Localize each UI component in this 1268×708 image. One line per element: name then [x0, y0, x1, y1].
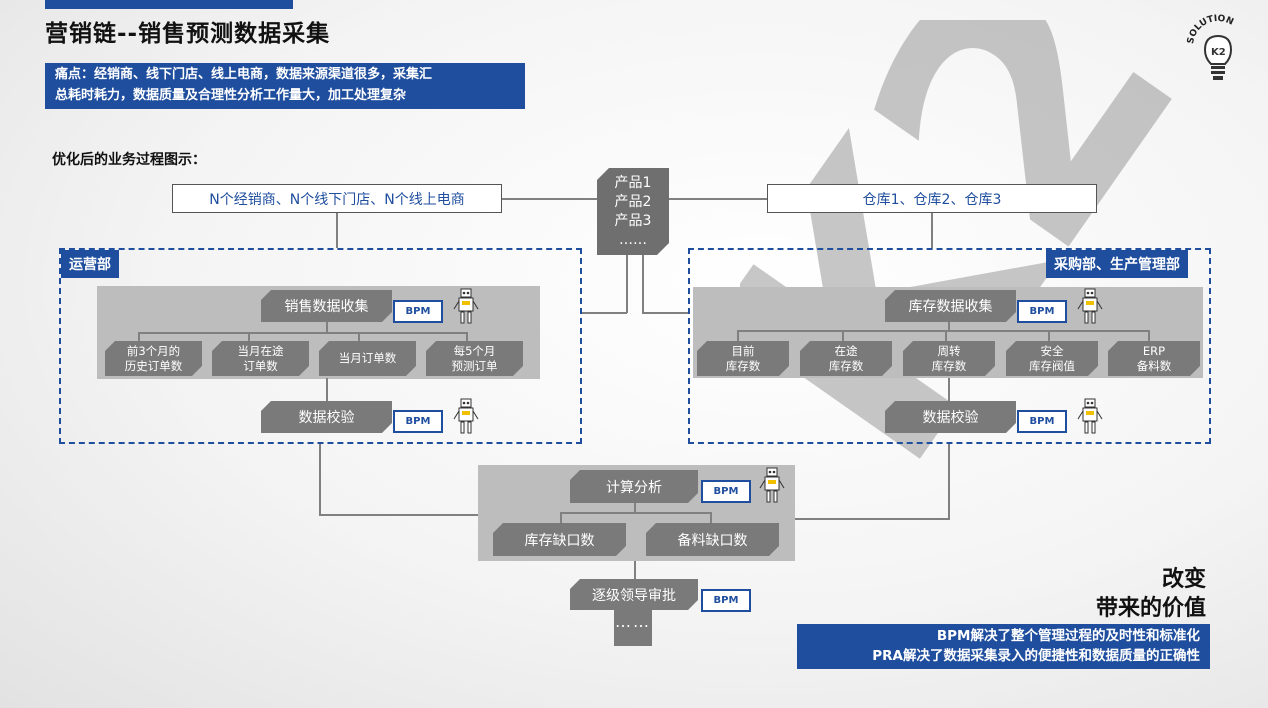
- material-gap-count: 备料缺口数: [646, 523, 779, 556]
- value-title-line-1: 改变: [1161, 567, 1206, 592]
- robot-icon: [759, 467, 785, 503]
- ops-dept-region: [59, 248, 582, 444]
- connector-line: [138, 332, 140, 342]
- purchase-dept-region: [688, 248, 1211, 444]
- connector-line: [358, 332, 360, 342]
- connector-line: [500, 198, 597, 200]
- connector-line: [948, 443, 950, 519]
- compute-analysis: 计算分析: [570, 470, 698, 503]
- connector-line: [326, 322, 328, 333]
- value-point-1: BPM解决了整个管理过程的及时性和标准化: [936, 628, 1200, 644]
- connector-line: [466, 332, 468, 342]
- connector-line: [560, 512, 712, 514]
- pain-point-line-2: 总耗时耗力，数据质量及合理性分析工作量大，加工处理复杂: [55, 88, 407, 103]
- connector-line: [945, 330, 947, 342]
- purchase-data-verify: 数据校验: [885, 401, 1016, 433]
- connector-line: [582, 312, 627, 314]
- connector-line: [669, 198, 767, 200]
- connector-line: [248, 332, 250, 342]
- connector-line: [326, 378, 328, 402]
- purchase-item-safety-threshold: 安全库存阀值: [1006, 341, 1098, 376]
- bpm-badge: BPM: [1017, 300, 1067, 323]
- robot-icon: [1077, 288, 1103, 324]
- top-accent-bar: [45, 0, 293, 9]
- connector-line: [634, 561, 636, 579]
- value-title-line-2: 带来的价值: [1095, 596, 1206, 621]
- connector-line: [560, 512, 562, 524]
- leader-approval: 逐级领导审批: [570, 579, 698, 610]
- value-box: BPM解决了整个管理过程的及时性和标准化 PRA解决了数据采集录入的便捷性和数据…: [797, 624, 1210, 669]
- ops-item-transit-orders: 当月在途订单数: [212, 341, 309, 376]
- connector-line: [842, 330, 844, 342]
- solution-k2-logo: SOLUTION K2: [1186, 14, 1235, 80]
- bpm-badge: BPM: [393, 410, 443, 433]
- robot-icon: [453, 288, 479, 324]
- inventory-data-collect: 库存数据收集: [885, 290, 1016, 322]
- value-point-2: PRA解决了数据采集录入的便捷性和数据质量的正确性: [872, 648, 1200, 664]
- logo-mark: K2: [1211, 47, 1226, 58]
- more-steps: ……: [614, 610, 652, 646]
- product-more: ……: [619, 232, 647, 248]
- connector-line: [319, 443, 321, 515]
- connector-line: [642, 312, 688, 314]
- product-2: 产品2: [614, 194, 652, 210]
- connector-line: [710, 512, 712, 524]
- pain-point-box: 痛点：经销商、线下门店、线上电商，数据来源渠道很多，采集汇 总耗时耗力，数据质量…: [45, 63, 525, 109]
- purchase-dept-label: 采购部、生产管理部: [1046, 250, 1188, 278]
- connector-line: [626, 255, 628, 313]
- connector-line: [642, 255, 644, 313]
- connector-line: [336, 212, 338, 248]
- purchase-item-transit-stock: 在途库存数: [800, 341, 892, 376]
- bpm-badge: BPM: [701, 480, 751, 503]
- warehouse-sources-box: 仓库1、仓库2、仓库3: [767, 184, 1097, 213]
- ops-data-verify: 数据校验: [261, 401, 392, 433]
- pain-point-line-1: 痛点：经销商、线下门店、线上电商，数据来源渠道很多，采集汇: [55, 67, 433, 82]
- connector-line: [737, 330, 1150, 332]
- connector-line: [948, 322, 950, 331]
- connector-line: [948, 378, 950, 402]
- bpm-badge: BPM: [1017, 410, 1067, 433]
- connector-line: [138, 332, 468, 334]
- products-box: 产品1 产品2 产品3 ……: [597, 168, 669, 255]
- sales-data-collect: 销售数据收集: [261, 290, 392, 322]
- connector-line: [319, 514, 478, 516]
- stock-gap-count: 库存缺口数: [493, 523, 626, 556]
- ops-item-forecast-orders: 每5个月预测订单: [426, 341, 523, 376]
- robot-icon: [1077, 398, 1103, 434]
- purchase-item-current-stock: 目前库存数: [697, 341, 789, 376]
- page-title: 营销链--销售预测数据采集: [45, 21, 331, 47]
- product-1: 产品1: [614, 175, 652, 191]
- connector-line: [1048, 330, 1050, 342]
- robot-icon: [453, 398, 479, 434]
- bpm-badge: BPM: [701, 589, 751, 612]
- purchase-item-turnover-stock: 周转库存数: [903, 341, 995, 376]
- ops-item-month-orders: 当月订单数: [319, 341, 416, 376]
- ops-dept-label: 运营部: [61, 250, 119, 278]
- process-subtitle: 优化后的业务过程图示：: [52, 152, 206, 168]
- ops-item-history-orders: 前3个月的历史订单数: [105, 341, 202, 376]
- connector-line: [737, 330, 739, 342]
- bpm-badge: BPM: [393, 300, 443, 323]
- product-3: 产品3: [614, 213, 652, 229]
- connector-line: [634, 503, 636, 513]
- connector-line: [795, 518, 950, 520]
- connector-line: [931, 212, 933, 248]
- channel-sources-box: N个经销商、N个线下门店、N个线上电商: [172, 184, 502, 213]
- connector-line: [1148, 330, 1150, 342]
